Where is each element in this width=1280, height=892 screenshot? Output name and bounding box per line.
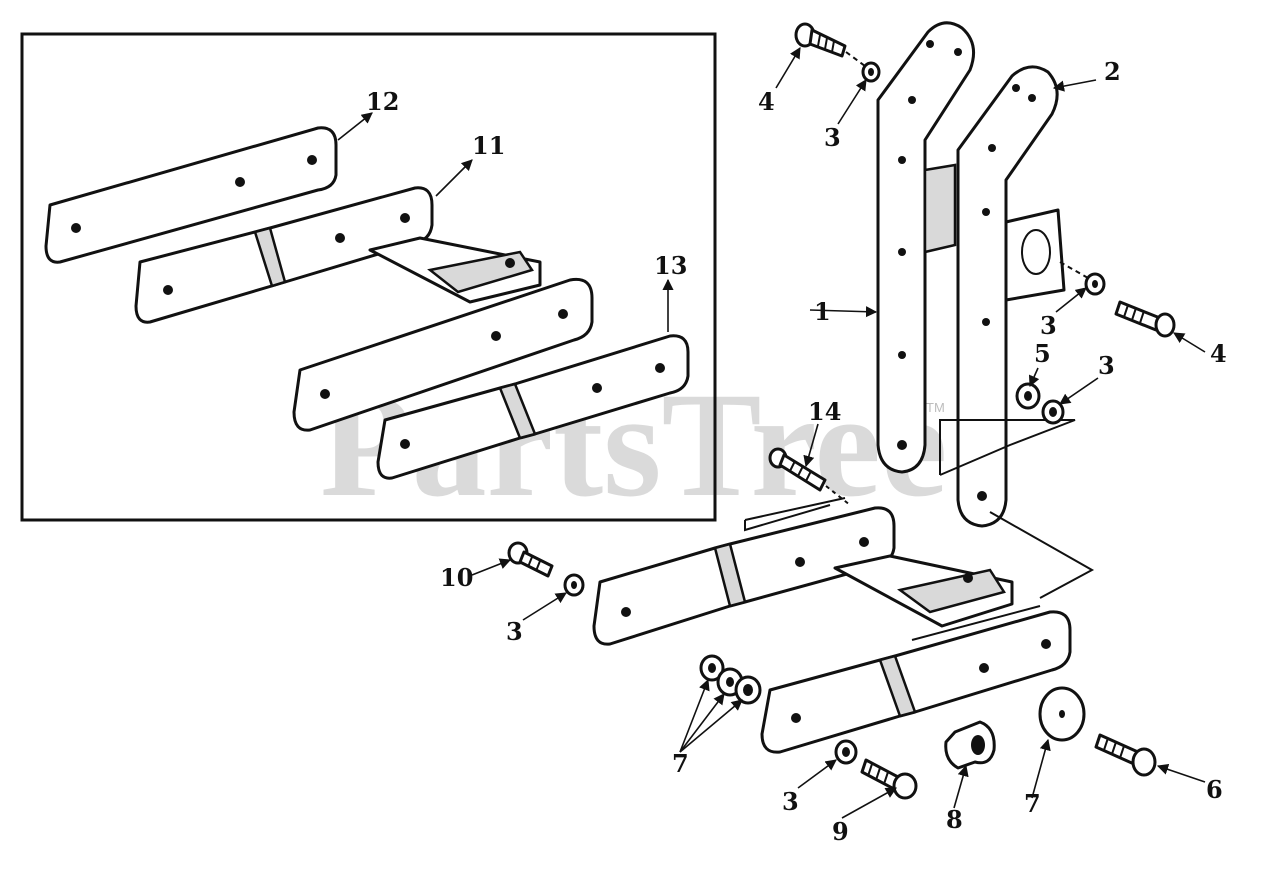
washer-3-lower bbox=[834, 739, 858, 765]
callout-9: 9 bbox=[832, 817, 849, 846]
bolt-10 bbox=[507, 541, 554, 578]
callout-4-right: 4 bbox=[1210, 339, 1227, 368]
callout-3-upper: 3 bbox=[824, 123, 841, 152]
callout-3-mid: 3 bbox=[1098, 351, 1115, 380]
part-1-upright bbox=[876, 21, 976, 474]
callout-3-lower: 3 bbox=[782, 787, 799, 816]
spacer-8 bbox=[944, 720, 996, 770]
callout-11: 11 bbox=[472, 131, 505, 160]
callout-4-upper: 4 bbox=[758, 87, 775, 116]
part-13-offset-bar bbox=[376, 334, 690, 480]
callout-13: 13 bbox=[654, 251, 687, 280]
callout-10: 10 bbox=[440, 563, 473, 592]
part-rear-offset-bar bbox=[760, 605, 1072, 754]
callout-8: 8 bbox=[946, 805, 963, 834]
bolt-4-upper bbox=[794, 22, 866, 67]
callout-5: 5 bbox=[1034, 339, 1051, 368]
callout-1: 1 bbox=[814, 297, 831, 326]
callout-12: 12 bbox=[366, 87, 399, 116]
washer-3-left bbox=[563, 573, 585, 597]
trademark: TM bbox=[926, 400, 945, 415]
part-center-plate bbox=[833, 554, 1014, 628]
washer-3-upper bbox=[861, 61, 881, 83]
callout-7-left: 7 bbox=[672, 749, 689, 778]
washer-3-mid bbox=[1041, 399, 1065, 425]
bolt-6 bbox=[1094, 733, 1157, 777]
bolt-4-right bbox=[1114, 300, 1176, 338]
part-12-bar bbox=[44, 126, 338, 264]
washers-7-group bbox=[699, 654, 762, 705]
leader-lines bbox=[337, 47, 1206, 819]
nut-5 bbox=[1015, 382, 1041, 410]
callout-2: 2 bbox=[1104, 57, 1121, 86]
part-2-upright bbox=[939, 65, 1076, 528]
callout-7-right: 7 bbox=[1024, 789, 1041, 818]
callout-14: 14 bbox=[808, 397, 841, 426]
callout-3-right: 3 bbox=[1040, 311, 1057, 340]
washer-3-right bbox=[1059, 261, 1106, 296]
bolt-14 bbox=[768, 447, 851, 506]
callout-3-left: 3 bbox=[506, 617, 523, 646]
inset-frame bbox=[20, 32, 717, 522]
part-11-offset-bar bbox=[134, 186, 542, 324]
washer-7-large bbox=[1038, 686, 1086, 742]
callout-6: 6 bbox=[1206, 775, 1223, 804]
part-13-bar-upper bbox=[292, 277, 594, 432]
